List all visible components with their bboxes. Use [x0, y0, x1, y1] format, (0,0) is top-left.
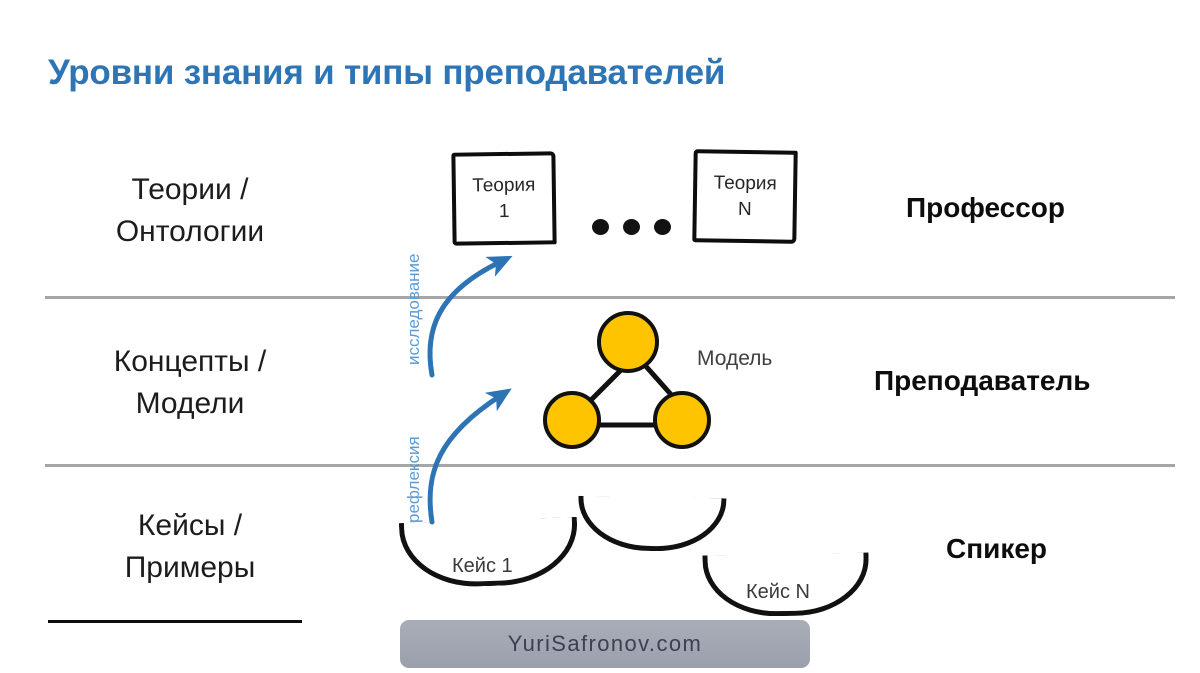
role-label-professor: Профессор — [906, 192, 1066, 223]
level-label-concepts: Концепты / Модели — [30, 341, 350, 425]
arrow-caption-reflection: рефлексия — [404, 436, 423, 523]
role-label-teacher: Преподаватель — [874, 365, 1091, 396]
level-label-cases: Кейсы / Примеры — [30, 505, 350, 589]
case-bowl-1 — [398, 516, 580, 590]
level-label-cases-line1: Кейсы / — [137, 509, 243, 542]
arrow-caption-research: исследование — [404, 253, 423, 365]
case-label-1: Кейс 1 — [452, 555, 513, 577]
theory-box-n-line1: Теория — [713, 172, 777, 194]
band-divider-top — [45, 296, 1175, 299]
arrow-research-icon — [427, 255, 513, 378]
level-label-theories: Теории / Онтологии — [30, 169, 350, 253]
ellipsis-dots — [592, 219, 671, 235]
level-label-concepts-line1: Концепты / — [113, 345, 267, 378]
theory-box-n: Теория N — [692, 149, 798, 244]
band-divider-bottom — [45, 464, 1175, 467]
arrow-reflection-icon — [427, 388, 512, 525]
model-node-graph — [535, 305, 735, 453]
ellipsis-dot-icon — [623, 219, 640, 235]
model-node-top — [597, 311, 659, 373]
case-bowl-middle — [577, 495, 727, 553]
theory-box-1-line1: Теория — [472, 174, 536, 196]
level-label-theories-line1: Теории / — [131, 173, 249, 206]
page-title: Уровни знания и типы преподавателей — [48, 53, 726, 92]
level-label-concepts-line2: Модели — [135, 387, 245, 420]
model-node-right — [653, 391, 711, 449]
role-label-speaker: Спикер — [946, 533, 1048, 564]
case-label-n: Кейс N — [746, 581, 810, 603]
footer-watermark-bar: YuriSafronov.com — [400, 620, 810, 668]
ellipsis-dot-icon — [654, 219, 671, 235]
left-column-underline — [48, 620, 302, 623]
theory-box-1-line2: 1 — [498, 200, 510, 222]
level-label-theories-line2: Онтологии — [115, 215, 265, 248]
model-node-left — [543, 391, 601, 449]
level-label-cases-line2: Примеры — [124, 551, 256, 584]
theory-box-1: Теория 1 — [451, 151, 557, 246]
ellipsis-dot-icon — [592, 219, 609, 235]
model-label: Модель — [697, 347, 773, 370]
footer-watermark-text: YuriSafronov.com — [507, 631, 703, 656]
theory-box-n-line2: N — [737, 198, 752, 220]
